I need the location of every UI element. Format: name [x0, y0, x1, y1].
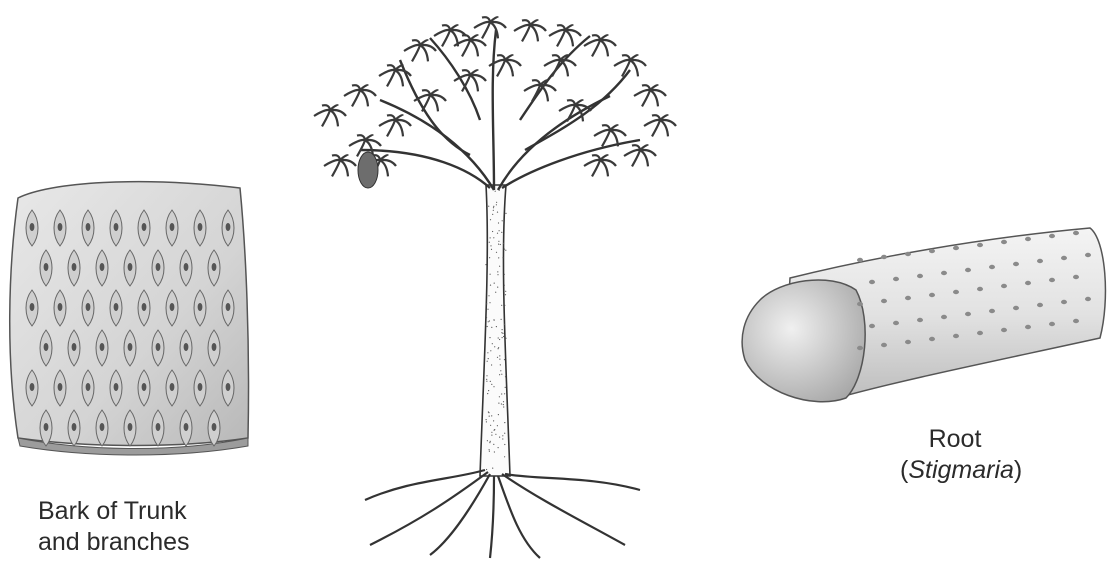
root-label-line2: (Stigmaria) [900, 455, 1010, 486]
bark-slab [10, 182, 249, 446]
bark-label-line1: Bark of Trunk [38, 496, 190, 527]
tree-roots [365, 470, 640, 558]
root-cut-end [742, 280, 865, 402]
bark-label: Bark of Trunk and branches [38, 496, 190, 558]
root-label-line1: Root [900, 424, 1010, 455]
stigmaria-root-drawing [742, 228, 1105, 402]
lepidodendron-tree [314, 17, 676, 558]
bark-label-line2: and branches [38, 527, 190, 558]
tree-trunk [480, 185, 510, 476]
root-label: Root (Stigmaria) [900, 424, 1010, 486]
root-genus-name: Stigmaria [908, 456, 1014, 484]
